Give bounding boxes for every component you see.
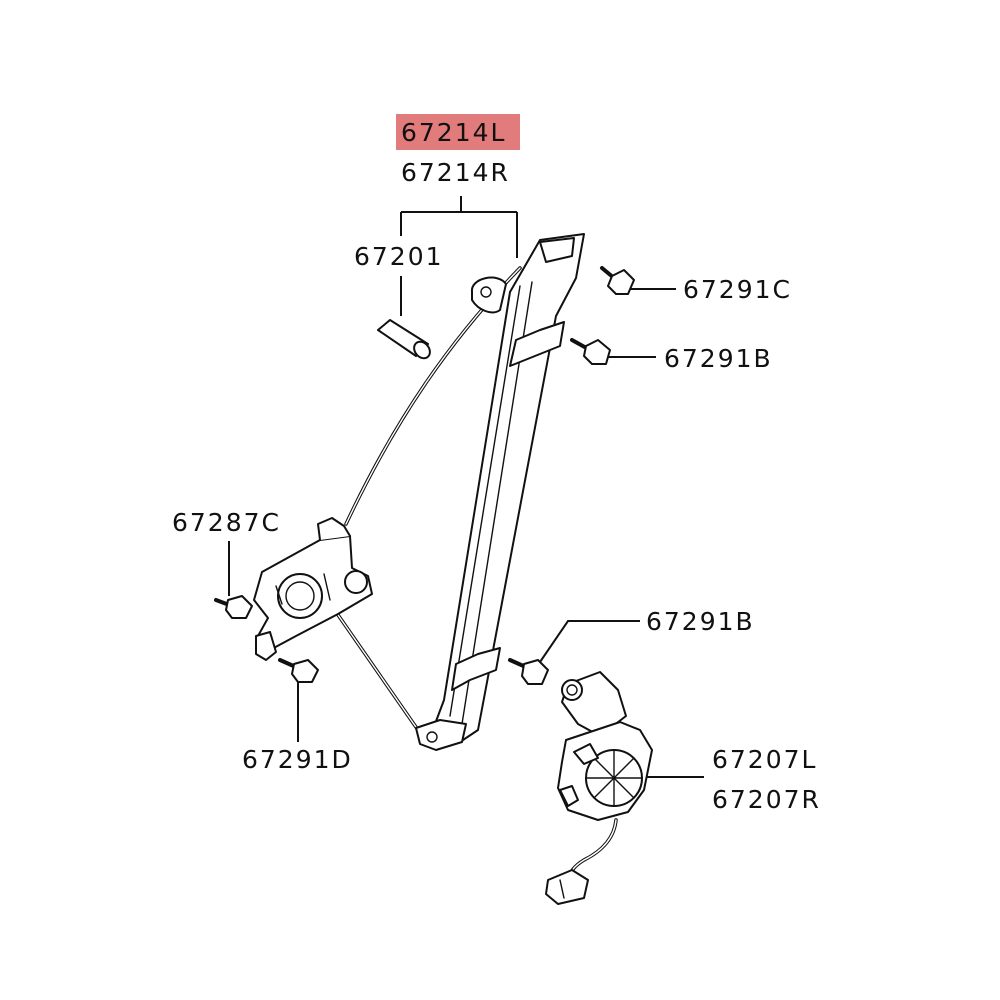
motor-harness	[545, 818, 618, 905]
bolt-67287c	[214, 595, 253, 619]
regulator-rail	[415, 233, 585, 751]
bolt-67291c	[600, 266, 635, 295]
leader-67291b-lower	[539, 620, 640, 663]
part-label-67207l[interactable]: 67207L	[712, 745, 817, 774]
bolt-67291d	[278, 658, 319, 683]
pin-67201	[377, 319, 431, 360]
bolt-67291b-lower	[508, 658, 549, 685]
part-label-67214r[interactable]: 67214R	[401, 158, 510, 187]
label-67214l-text: 67214L	[401, 118, 506, 147]
part-label-67201[interactable]: 67201	[354, 242, 444, 271]
part-label-67291c[interactable]: 67291C	[683, 275, 792, 304]
part-label-67214l[interactable]: 67214L	[396, 114, 520, 150]
part-label-67291b-upper[interactable]: 67291B	[664, 344, 773, 373]
bolt-67291b-upper	[570, 338, 611, 365]
part-label-67207r[interactable]: 67207R	[712, 785, 821, 814]
pulley-bracket	[253, 517, 373, 661]
window-motor	[557, 671, 653, 821]
highlight-box	[396, 114, 520, 150]
part-label-67291d[interactable]: 67291D	[242, 745, 353, 774]
part-label-67291b-lower[interactable]: 67291B	[646, 607, 755, 636]
leader-67214	[400, 196, 518, 258]
part-label-67287c[interactable]: 67287C	[172, 508, 281, 537]
